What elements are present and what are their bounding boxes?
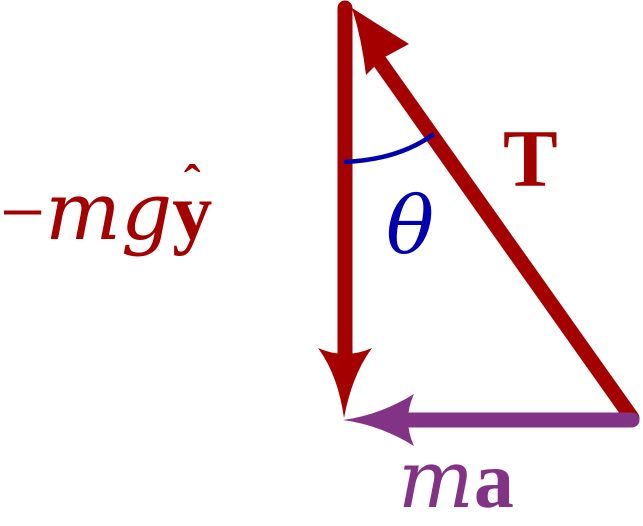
minus-sign: − xyxy=(0,169,46,257)
gravity-vector xyxy=(318,0,372,418)
mass-symbol: m xyxy=(45,165,121,258)
gravity-symbol: g xyxy=(120,165,173,258)
ma-arrowhead-icon xyxy=(343,394,414,446)
y-symbol: y xyxy=(172,169,213,257)
force-diagram xyxy=(318,0,640,446)
hat-icon: ˆ xyxy=(183,154,201,210)
ma-vector xyxy=(343,394,640,446)
theta-label: θ xyxy=(386,179,435,272)
gravity-arrowhead-icon xyxy=(318,348,372,418)
tension-vector xyxy=(352,8,640,426)
mass-symbol: m xyxy=(398,433,474,526)
tension-label: T xyxy=(503,113,558,204)
acceleration-vector-symbol: a xyxy=(473,437,514,525)
theta-arc xyxy=(343,132,436,165)
ma-label: ma xyxy=(398,440,514,522)
tension-arrowhead-icon xyxy=(352,8,409,75)
